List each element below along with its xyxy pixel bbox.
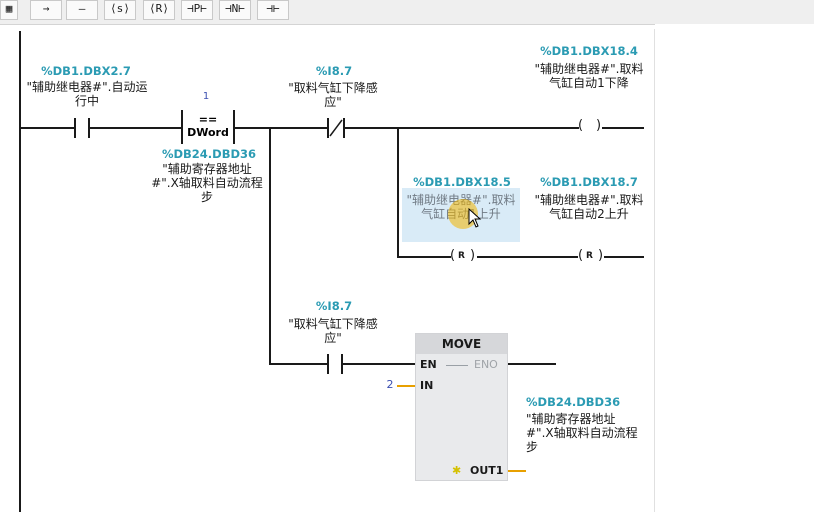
move-in-value: 2	[386, 378, 394, 391]
move-eno: ENO	[474, 358, 498, 371]
power-rail	[19, 31, 21, 512]
branch2-contact-right[interactable]	[341, 354, 343, 374]
contact2-left[interactable]	[327, 118, 329, 138]
reset2-name: "辅助继电器#".取料气缸自动2上升	[534, 193, 644, 221]
coil1-name: "辅助继电器#".取料气缸自动1下降	[534, 62, 644, 90]
mouse-cursor-icon	[468, 208, 482, 228]
contact1-address: %DB1.DBX2.7	[41, 64, 131, 78]
contact1-right[interactable]	[88, 118, 90, 138]
wire	[604, 256, 644, 258]
wire	[90, 127, 181, 129]
compare-right[interactable]	[233, 110, 235, 144]
outside-area	[655, 24, 814, 512]
reset1-coil-left[interactable]: (	[450, 248, 456, 263]
compare-address: %DB24.DBD36	[161, 147, 257, 161]
in-wire	[397, 385, 415, 387]
branch-wire	[397, 127, 399, 257]
branch2-contact-name: "取料气缸下降感应"	[288, 317, 378, 345]
coil1-address: %DB1.DBX18.4	[540, 44, 638, 58]
network-icon[interactable]: ▦	[0, 0, 18, 20]
wire	[477, 256, 578, 258]
reset2-coil-left[interactable]: (	[578, 248, 584, 263]
branch-wire	[269, 127, 271, 365]
reset1-coil-label: R	[458, 251, 465, 261]
reset2-address: %DB1.DBX18.7	[540, 175, 638, 189]
move-block[interactable]: MOVE EN ENO IN ✱ OUT1	[415, 333, 508, 481]
contact1-name: "辅助继电器#".自动运行中	[26, 80, 148, 108]
nc-slash	[329, 119, 343, 137]
branch2-contact-address: %I8.7	[315, 299, 353, 313]
reset2-coil-label: R	[586, 251, 593, 261]
ladder-editor	[8, 29, 655, 512]
wire	[397, 256, 451, 258]
wire	[269, 363, 327, 365]
compare-op: ==	[198, 113, 218, 126]
out-star-icon: ✱	[452, 464, 462, 477]
branch2-contact-left[interactable]	[327, 354, 329, 374]
insert-arrow-icon[interactable]: →	[30, 0, 62, 20]
move-out-address: %DB24.DBD36	[526, 395, 621, 409]
coil1-left[interactable]: (	[578, 118, 584, 133]
compare-value: 1	[202, 91, 210, 102]
contact1-left[interactable]	[74, 118, 76, 138]
contact2-address: %I8.7	[315, 64, 353, 78]
contact2-name: "取料气缸下降感应"	[288, 81, 378, 109]
ladder-toolbar: ▦ → – ⟨s⟩ ⟨R⟩ ⊣P⊢ ⊣N⊢ ⊣⊢	[0, 0, 814, 25]
wire	[343, 363, 415, 365]
wire	[235, 127, 327, 129]
positive-edge-icon[interactable]: ⊣P⊢	[181, 0, 213, 20]
wire	[508, 363, 556, 365]
wire	[345, 127, 579, 129]
compare-name: "辅助寄存器地址#".X轴取料自动流程步	[151, 162, 263, 204]
negative-edge-icon[interactable]: ⊣N⊢	[219, 0, 251, 20]
coil1-right[interactable]: )	[596, 118, 602, 133]
contact-icon[interactable]: ⊣⊢	[257, 0, 289, 20]
move-title: MOVE	[416, 334, 507, 354]
en-eno-line	[446, 365, 468, 366]
move-out: OUT1	[470, 464, 504, 477]
reset-coil-icon[interactable]: ⟨R⟩	[143, 0, 175, 20]
reset1-address: %DB1.DBX18.5	[413, 175, 511, 189]
contact2-right[interactable]	[343, 118, 345, 138]
move-in: IN	[420, 379, 434, 392]
compare-left[interactable]	[181, 110, 183, 144]
move-out-name: "辅助寄存器地址#".X轴取料自动流程步	[526, 412, 638, 454]
open-branch-icon[interactable]: –	[66, 0, 98, 20]
wire	[19, 127, 74, 129]
wire	[602, 127, 644, 129]
compare-type: DWord	[187, 126, 229, 139]
out-wire	[508, 470, 526, 472]
reset2-coil-right[interactable]: )	[598, 248, 604, 263]
set-coil-icon[interactable]: ⟨s⟩	[104, 0, 136, 20]
move-en: EN	[420, 358, 437, 371]
reset1-coil-right[interactable]: )	[470, 248, 476, 263]
